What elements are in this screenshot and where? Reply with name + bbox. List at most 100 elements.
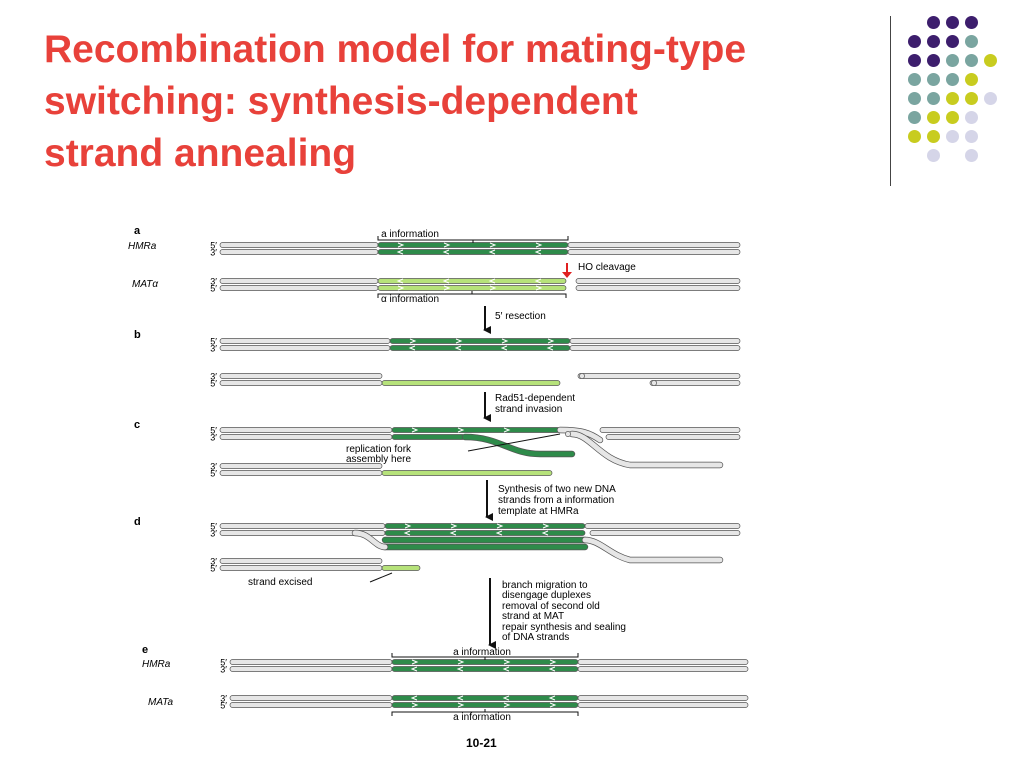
decorative-dot: [965, 149, 978, 162]
polarity-chevron: [411, 659, 419, 665]
decorative-dot: [927, 149, 940, 162]
figure-number: 10-21: [466, 736, 497, 750]
polarity-chevron: [488, 278, 496, 284]
polarity-chevron: [411, 427, 419, 433]
decorative-dot: [965, 16, 978, 29]
three-prime-label: 3′: [210, 557, 217, 567]
alpha-information: α information: [381, 294, 439, 305]
dna-strand: [605, 434, 741, 440]
dna-strand: [377, 278, 567, 284]
dna-strand: [381, 380, 561, 386]
five-prime-label: 5′: [210, 469, 217, 479]
decorative-dot: [946, 130, 959, 143]
polarity-chevron: [457, 427, 465, 433]
polarity-chevron: [409, 338, 417, 344]
a-information-e-top: a information: [453, 647, 511, 658]
polarity-chevron: [489, 242, 497, 248]
polarity-chevron: [408, 345, 416, 351]
dna-strand: [589, 530, 741, 536]
polarity-chevron: [534, 278, 542, 284]
five-prime-label: 5′: [220, 658, 227, 668]
polarity-chevron: [456, 666, 464, 672]
synthesis-line-1: Synthesis of two new DNA: [498, 484, 616, 495]
decorative-dot: [984, 54, 997, 67]
decorative-dot: [927, 130, 940, 143]
dna-strand: [391, 434, 466, 440]
decorative-dot: [908, 35, 921, 48]
five-prime-label: 5′: [210, 379, 217, 389]
crossing-strand: [557, 427, 603, 443]
synthesis-line-3: template at HMRa: [498, 506, 579, 517]
branch-left: [352, 530, 388, 550]
a-information-top: a information: [381, 229, 439, 240]
polarity-chevron: [404, 523, 412, 529]
three-prime-label: 3′: [210, 248, 217, 258]
decorative-dot: [965, 130, 978, 143]
resection-label: 5′ resection: [495, 311, 546, 322]
dna-strand: [577, 695, 749, 701]
dna-strand: [575, 278, 741, 284]
polarity-chevron: [410, 695, 418, 701]
decorative-dot: [908, 73, 921, 86]
dna-strand: [577, 666, 749, 672]
dna-strand: [219, 345, 391, 351]
dna-strand: [569, 338, 741, 344]
sdsa-diagram: a b c d e HMRa MATα HMRa MATa a informat…: [128, 225, 749, 750]
three-prime-label: 3′: [210, 529, 217, 539]
decorative-dot: [927, 92, 940, 105]
fork-pointer: [467, 433, 561, 452]
dna-strand: [229, 659, 393, 665]
decorative-dot: [908, 54, 921, 67]
dna-strand: [219, 565, 383, 571]
panel-letter-e: e: [142, 644, 148, 656]
decorative-dot: [965, 73, 978, 86]
fork-line-2: assembly here: [346, 454, 411, 465]
dna-strand: [219, 434, 393, 440]
dna-strand: [219, 380, 383, 386]
dna-strand: [219, 242, 379, 248]
polarity-chevron: [496, 523, 504, 529]
polarity-chevron: [411, 702, 419, 708]
polarity-chevron: [403, 530, 411, 536]
dna-strand: [384, 530, 586, 536]
decorative-dot: [908, 111, 921, 124]
dna-strand: [219, 338, 391, 344]
title-divider: [890, 16, 891, 186]
polarity-chevron: [500, 345, 508, 351]
polarity-chevron: [443, 285, 451, 291]
dna-strand: [389, 338, 571, 344]
dna-strand: [219, 558, 383, 564]
dna-strand: [381, 565, 421, 571]
mat-alpha-label: MATα: [132, 279, 158, 290]
strand-excised-label: strand excised: [248, 577, 312, 588]
dna-strand: [584, 523, 741, 529]
decorative-dot: [946, 111, 959, 124]
polarity-chevron: [456, 695, 464, 701]
decorative-dot: [946, 92, 959, 105]
a-information-e-bottom: a information: [453, 712, 511, 723]
polarity-chevron: [548, 666, 556, 672]
polarity-chevron: [503, 427, 511, 433]
decorative-dot-grid: [900, 12, 1010, 172]
polarity-chevron: [542, 523, 550, 529]
panel-letter-a: a: [134, 225, 141, 237]
fork-line-1: replication fork: [346, 444, 412, 455]
polarity-chevron: [501, 338, 509, 344]
dna-strand: [567, 249, 741, 255]
ho-cleavage-label: HO cleavage: [578, 262, 636, 273]
polarity-chevron: [455, 338, 463, 344]
decorative-dot: [946, 16, 959, 29]
panel-letter-c: c: [134, 419, 140, 431]
decorative-dot: [927, 73, 940, 86]
polarity-chevron: [488, 249, 496, 255]
decorative-dot: [927, 35, 940, 48]
polarity-chevron: [396, 278, 404, 284]
dna-strand: [577, 659, 749, 665]
decorative-dot: [965, 35, 978, 48]
polarity-chevron: [450, 523, 458, 529]
decorative-dot: [927, 111, 940, 124]
polarity-chevron: [410, 666, 418, 672]
ho-cleavage-arrowhead: [562, 272, 572, 278]
polarity-chevron: [454, 345, 462, 351]
five-prime-label: 5′: [210, 241, 217, 251]
